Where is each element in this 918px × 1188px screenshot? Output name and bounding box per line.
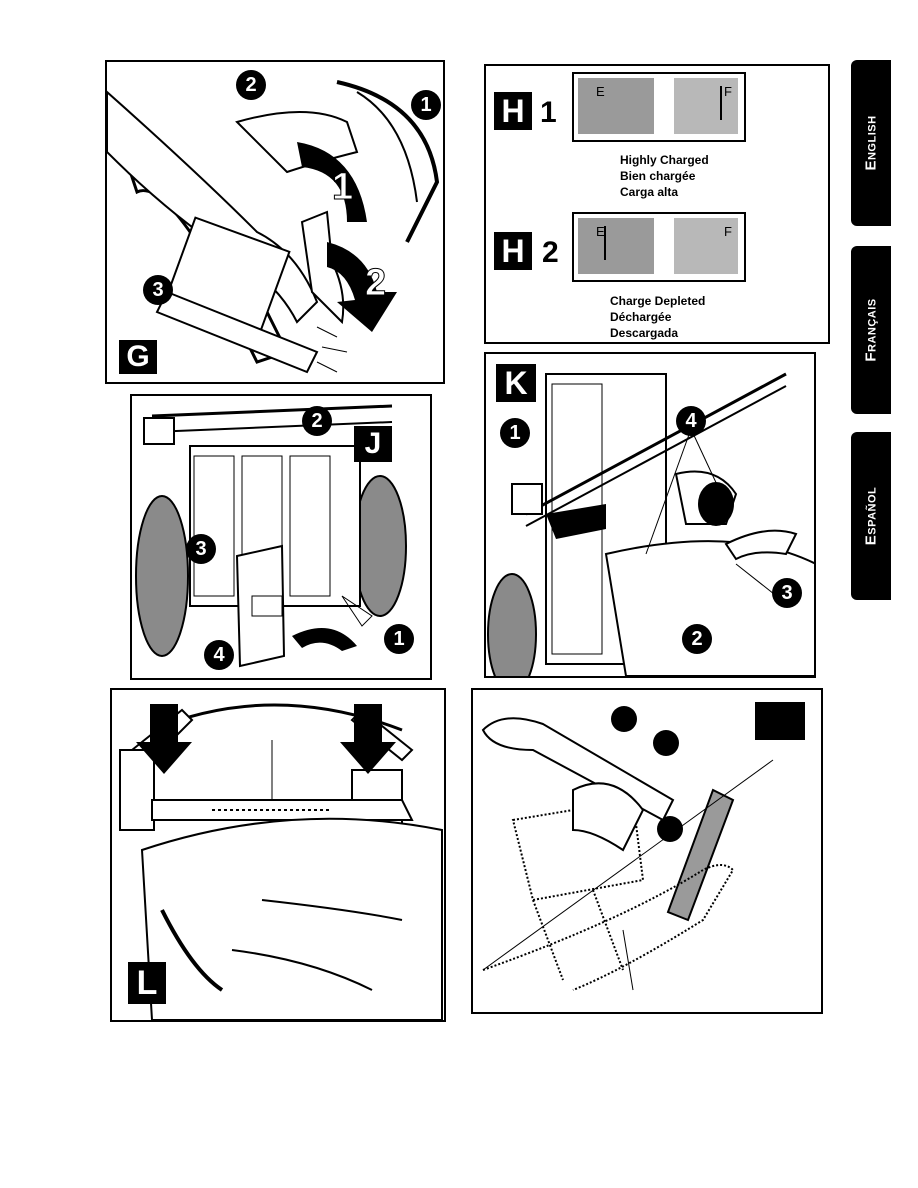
figure-h: H 1 E F Highly Charged Bien chargée Carg… xyxy=(484,64,830,344)
gauge-2-caption: Charge Depleted Déchargée Descargada xyxy=(610,293,705,341)
battery-gauge-highly-charged: E F xyxy=(572,72,746,142)
gauge-gap xyxy=(654,78,674,134)
caption-line: Déchargée xyxy=(610,310,672,324)
gauge-full-zone xyxy=(674,218,738,274)
figure-blade xyxy=(471,688,823,1014)
tab-label: Español xyxy=(862,486,880,546)
figure-letter: H xyxy=(494,232,532,270)
arrow-2-label: 2 xyxy=(364,262,387,305)
figure-letter: K xyxy=(496,364,536,402)
battery-compartment-illustration xyxy=(135,404,407,668)
blade-sharpening-illustration xyxy=(481,717,774,991)
figure-letter: J xyxy=(354,426,392,462)
battery-install-illustration xyxy=(487,372,814,676)
tab-francais[interactable]: Français xyxy=(851,246,891,414)
callout-1: 1 xyxy=(411,90,441,120)
handle-battery-illustration xyxy=(107,80,440,374)
figure-letter: H xyxy=(494,92,532,130)
caption-line: Descargada xyxy=(610,326,679,340)
callout-dot xyxy=(653,730,679,756)
tab-label: Français xyxy=(862,298,880,362)
callout-1: 1 xyxy=(384,624,414,654)
gauge-1-caption: Highly Charged Bien chargée Carga alta xyxy=(620,152,709,200)
callout-dot xyxy=(657,816,683,842)
caption-line: Highly Charged xyxy=(620,153,709,167)
callout-4: 4 xyxy=(676,406,706,436)
figure-j: J 1 2 3 4 xyxy=(130,394,432,680)
figure-letter: L xyxy=(128,962,166,1004)
callout-3: 3 xyxy=(143,275,173,305)
gauge-number: 2 xyxy=(542,236,559,269)
gauge-needle xyxy=(604,226,606,260)
caption-line: Charge Depleted xyxy=(610,294,706,308)
gauge-e-label: E xyxy=(596,224,605,239)
figure-letter xyxy=(755,702,805,740)
tab-english[interactable]: English xyxy=(851,60,891,226)
battery-gauge-charge-depleted: E F xyxy=(572,212,746,282)
callout-2: 2 xyxy=(682,624,712,654)
callout-3: 3 xyxy=(186,534,216,564)
callout-3: 3 xyxy=(772,578,802,608)
callout-4: 4 xyxy=(204,640,234,670)
gauge-gap xyxy=(654,218,674,274)
caption-line: Carga alta xyxy=(620,185,679,199)
caption-line: Bien chargée xyxy=(620,169,696,183)
gauge-full-zone xyxy=(674,78,738,134)
gauge-empty-zone xyxy=(578,218,654,274)
callout-dot xyxy=(611,706,637,732)
gauge-needle xyxy=(720,86,722,120)
figure-g: 1 2 3 1 2 G xyxy=(105,60,445,384)
callout-2: 2 xyxy=(236,70,266,100)
figure-letter: G xyxy=(119,340,157,374)
tab-espanol[interactable]: Español xyxy=(851,432,891,600)
gauge-f-label: F xyxy=(724,224,732,239)
tab-label: English xyxy=(862,115,880,171)
gauge-empty-zone xyxy=(578,78,654,134)
figure-l: L xyxy=(110,688,446,1022)
grass-catcher-illustration xyxy=(119,703,443,1020)
gauge-e-label: E xyxy=(596,84,605,99)
figure-k: K 1 2 3 4 xyxy=(484,352,816,678)
callout-2: 2 xyxy=(302,406,332,436)
gauge-number: 1 xyxy=(540,96,557,129)
gauge-f-label: F xyxy=(724,84,732,99)
callout-1: 1 xyxy=(500,418,530,448)
arrow-1-label: 1 xyxy=(331,166,354,209)
